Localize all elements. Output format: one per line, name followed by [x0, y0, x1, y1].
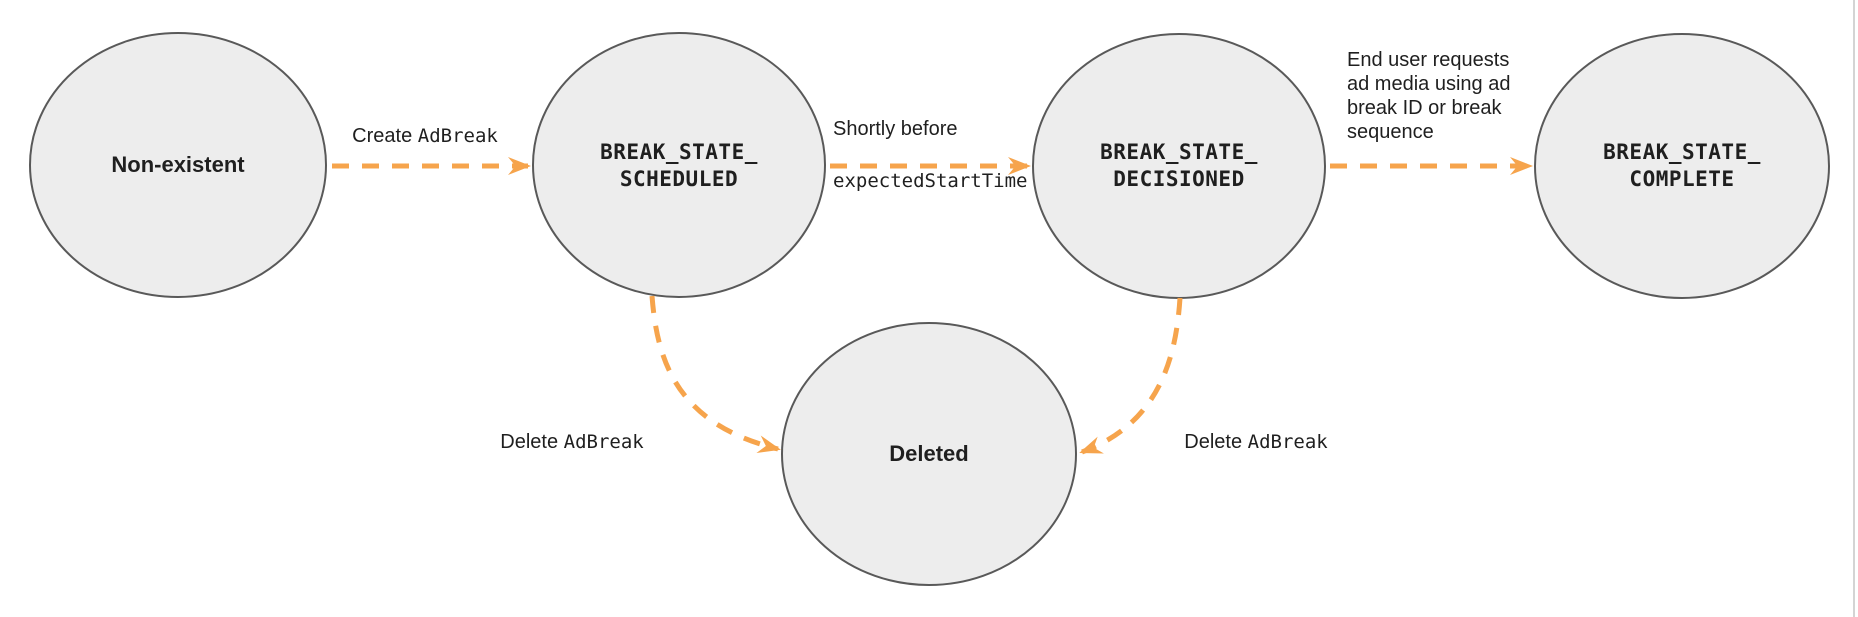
edge-delete-adbreak-from-scheduled: [649, 295, 781, 453]
edge-label-shortly-before-plain: Shortly before: [833, 118, 958, 140]
edge-delete-adbreak-from-decisioned: [1079, 297, 1183, 455]
page-right-border: [1853, 0, 1855, 617]
edge-label-delete-left-plain: Delete: [500, 431, 564, 453]
edge-label-delete-right-plain: Delete: [1184, 431, 1248, 453]
edge-label-create-adbreak-plain: Create: [352, 125, 418, 147]
edge-label-delete-right-code: AdBreak: [1247, 431, 1328, 453]
state-node-break-state-scheduled: [532, 32, 826, 298]
edge-label-delete-adbreak-right: Delete AdBreak: [1116, 403, 1396, 455]
edge-label-end-user-request: End user requests ad media using ad brea…: [1347, 49, 1511, 143]
state-label-non-existent: Non-existent: [111, 152, 245, 177]
state-label-break-state-decisioned: BREAK_STATE_ DECISIONED: [1100, 140, 1258, 191]
state-node-break-state-complete: [1534, 33, 1830, 299]
edge-label-create-adbreak: Create AdBreak: [285, 97, 565, 149]
edge-label-delete-adbreak-left: Delete AdBreak: [432, 403, 712, 455]
edge-label-create-adbreak-code: AdBreak: [417, 125, 498, 147]
state-label-break-state-complete: BREAK_STATE_ COMPLETE: [1603, 140, 1761, 191]
edge-label-shortly-before-code: expectedStartTime: [833, 170, 1028, 192]
edge-label-delete-left-code: AdBreak: [563, 431, 644, 453]
state-node-non-existent: [29, 32, 327, 298]
state-label-deleted: Deleted: [889, 441, 969, 466]
state-label-break-state-scheduled: BREAK_STATE_ SCHEDULED: [600, 139, 758, 191]
state-node-deleted: [781, 322, 1077, 586]
edge-label-shortly-before: Shortly before expectedStartTime: [833, 90, 1027, 220]
